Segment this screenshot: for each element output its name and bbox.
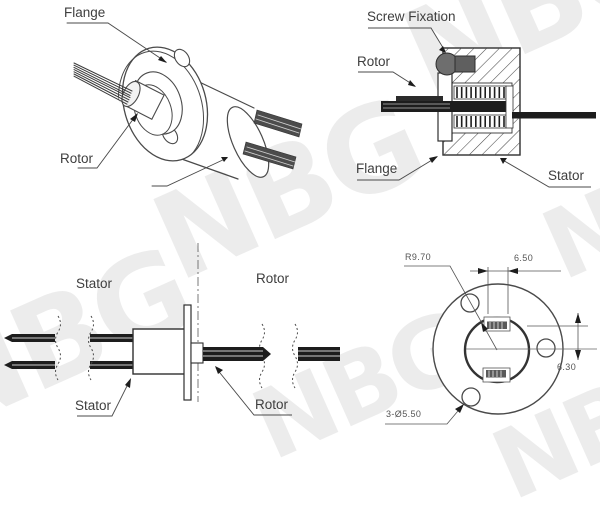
mounting-hole [461, 387, 481, 407]
stator-wire-bundle-lower [242, 141, 297, 170]
side-rotor-bottom-label: Rotor [255, 397, 289, 412]
side-rotor-top-label: Rotor [256, 271, 290, 286]
side-stator-bottom-label: Stator [75, 398, 112, 413]
flange-hole [173, 48, 191, 68]
side-stator-top-label: Stator [76, 276, 113, 291]
section-view-drawing [357, 27, 596, 188]
radius-dim-leader [404, 265, 498, 351]
stator-lead-bar [512, 112, 596, 119]
side-shaft-neck [190, 342, 204, 364]
iso-leaders [66, 22, 228, 187]
height-dim [527, 313, 588, 360]
side-flange-plate [183, 304, 192, 401]
fixation-screw-body [454, 55, 476, 73]
section-leaders [357, 27, 591, 188]
keyway-top [483, 316, 511, 332]
face-radius-dim-text: R9.70 [405, 252, 432, 262]
holes-dim-leader [385, 404, 464, 425]
face-width-dim-text: 6.50 [514, 253, 534, 263]
capsule-end-cap [226, 106, 270, 178]
iso-view-drawing [66, 22, 303, 187]
section-flange-label: Flange [356, 161, 398, 176]
side-leaders [77, 366, 292, 417]
drawing-linework [4, 22, 597, 425]
brush-comb-bottom [453, 114, 507, 129]
iso-rotor-label: Rotor [60, 151, 94, 166]
rotor-wire-bundle [73, 62, 133, 105]
width-dim [470, 267, 561, 314]
face-view-drawing [385, 265, 597, 425]
mounting-hole [460, 293, 480, 313]
iso-flange-label: Flange [64, 5, 106, 20]
side-view-drawing [4, 243, 340, 417]
rotor-shaft-step [396, 96, 443, 101]
mounting-hole [536, 338, 556, 358]
rotor-stub-cap [121, 80, 141, 108]
stator-wires [4, 334, 133, 369]
keyway-bottom [482, 367, 511, 383]
section-rotor-label: Rotor [357, 54, 391, 69]
stator-wire-bundle-upper [253, 109, 303, 138]
rotor-shaft [381, 101, 512, 112]
rotor-shaft-side [203, 347, 340, 361]
side-body [132, 328, 186, 375]
section-screw-fixation-label: Screw Fixation [367, 9, 456, 24]
face-height-dim-text: 6.30 [557, 362, 577, 372]
section-stator-label: Stator [548, 168, 585, 183]
face-holes-dim-text: 3-Ø5.50 [386, 409, 422, 419]
section-end-plate [505, 85, 514, 129]
brush-comb-top [453, 85, 507, 100]
